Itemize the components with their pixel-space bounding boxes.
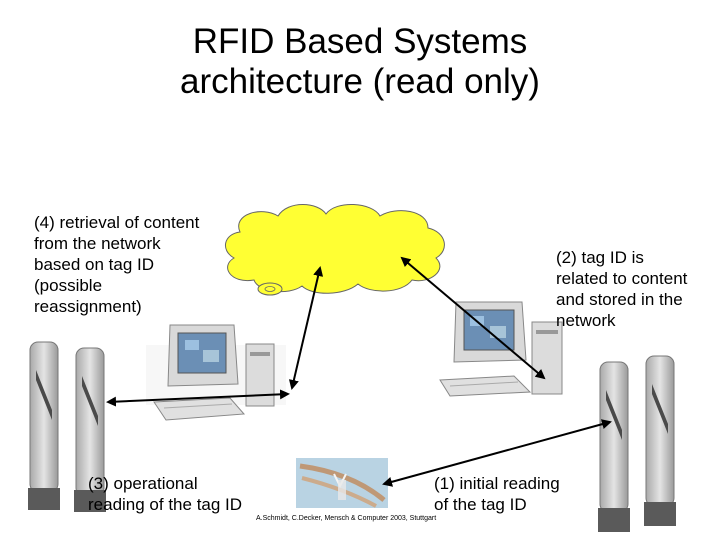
step-2-line: (2) tag ID is — [556, 248, 644, 267]
step-2-line: network — [556, 311, 616, 330]
network-cloud — [225, 203, 445, 296]
credit-footer: A.Schmidt, C.Decker, Mensch & Computer 2… — [256, 515, 437, 522]
step-4-line: based on tag ID — [34, 255, 155, 274]
arrow-cloud-to-right-computer — [400, 256, 546, 380]
step-1-line: of the tag ID — [434, 495, 527, 514]
step-4-line: reassignment) — [34, 297, 142, 316]
rfid-gate-left — [28, 341, 106, 512]
rfid-gate-right — [598, 355, 676, 532]
step-1-label: (1) initial reading of the tag ID — [434, 473, 604, 515]
computer-right — [439, 301, 563, 397]
step-2-line: related to content — [556, 269, 688, 288]
step-3-label: (3) operational reading of the tag ID — [88, 473, 288, 515]
step-3-line: reading of the tag ID — [88, 495, 243, 514]
arrow-left-gate-to-left-computer — [106, 389, 290, 407]
computer-left — [146, 324, 286, 421]
step-4-line: (4) retrieval of content — [34, 213, 200, 232]
arrow-right-gate-to-tag — [382, 419, 612, 487]
arrow-cloud-to-left-computer — [288, 266, 324, 390]
slide-title: RFID Based Systems architecture (read on… — [0, 22, 720, 102]
rfid-tag-image — [296, 458, 388, 508]
step-1-line: (1) initial reading — [434, 474, 560, 493]
step-4-line: (possible — [34, 276, 103, 295]
step-4-line: from the network — [34, 234, 161, 253]
step-3-line: (3) operational — [88, 474, 198, 493]
step-2-label: (2) tag ID is related to content and sto… — [556, 247, 716, 331]
step-2-line: and stored in the — [556, 290, 683, 309]
step-4-label: (4) retrieval of content from the networ… — [34, 212, 244, 317]
title-line-1: RFID Based Systems — [192, 22, 528, 61]
title-line-2: architecture (read only) — [180, 62, 540, 101]
